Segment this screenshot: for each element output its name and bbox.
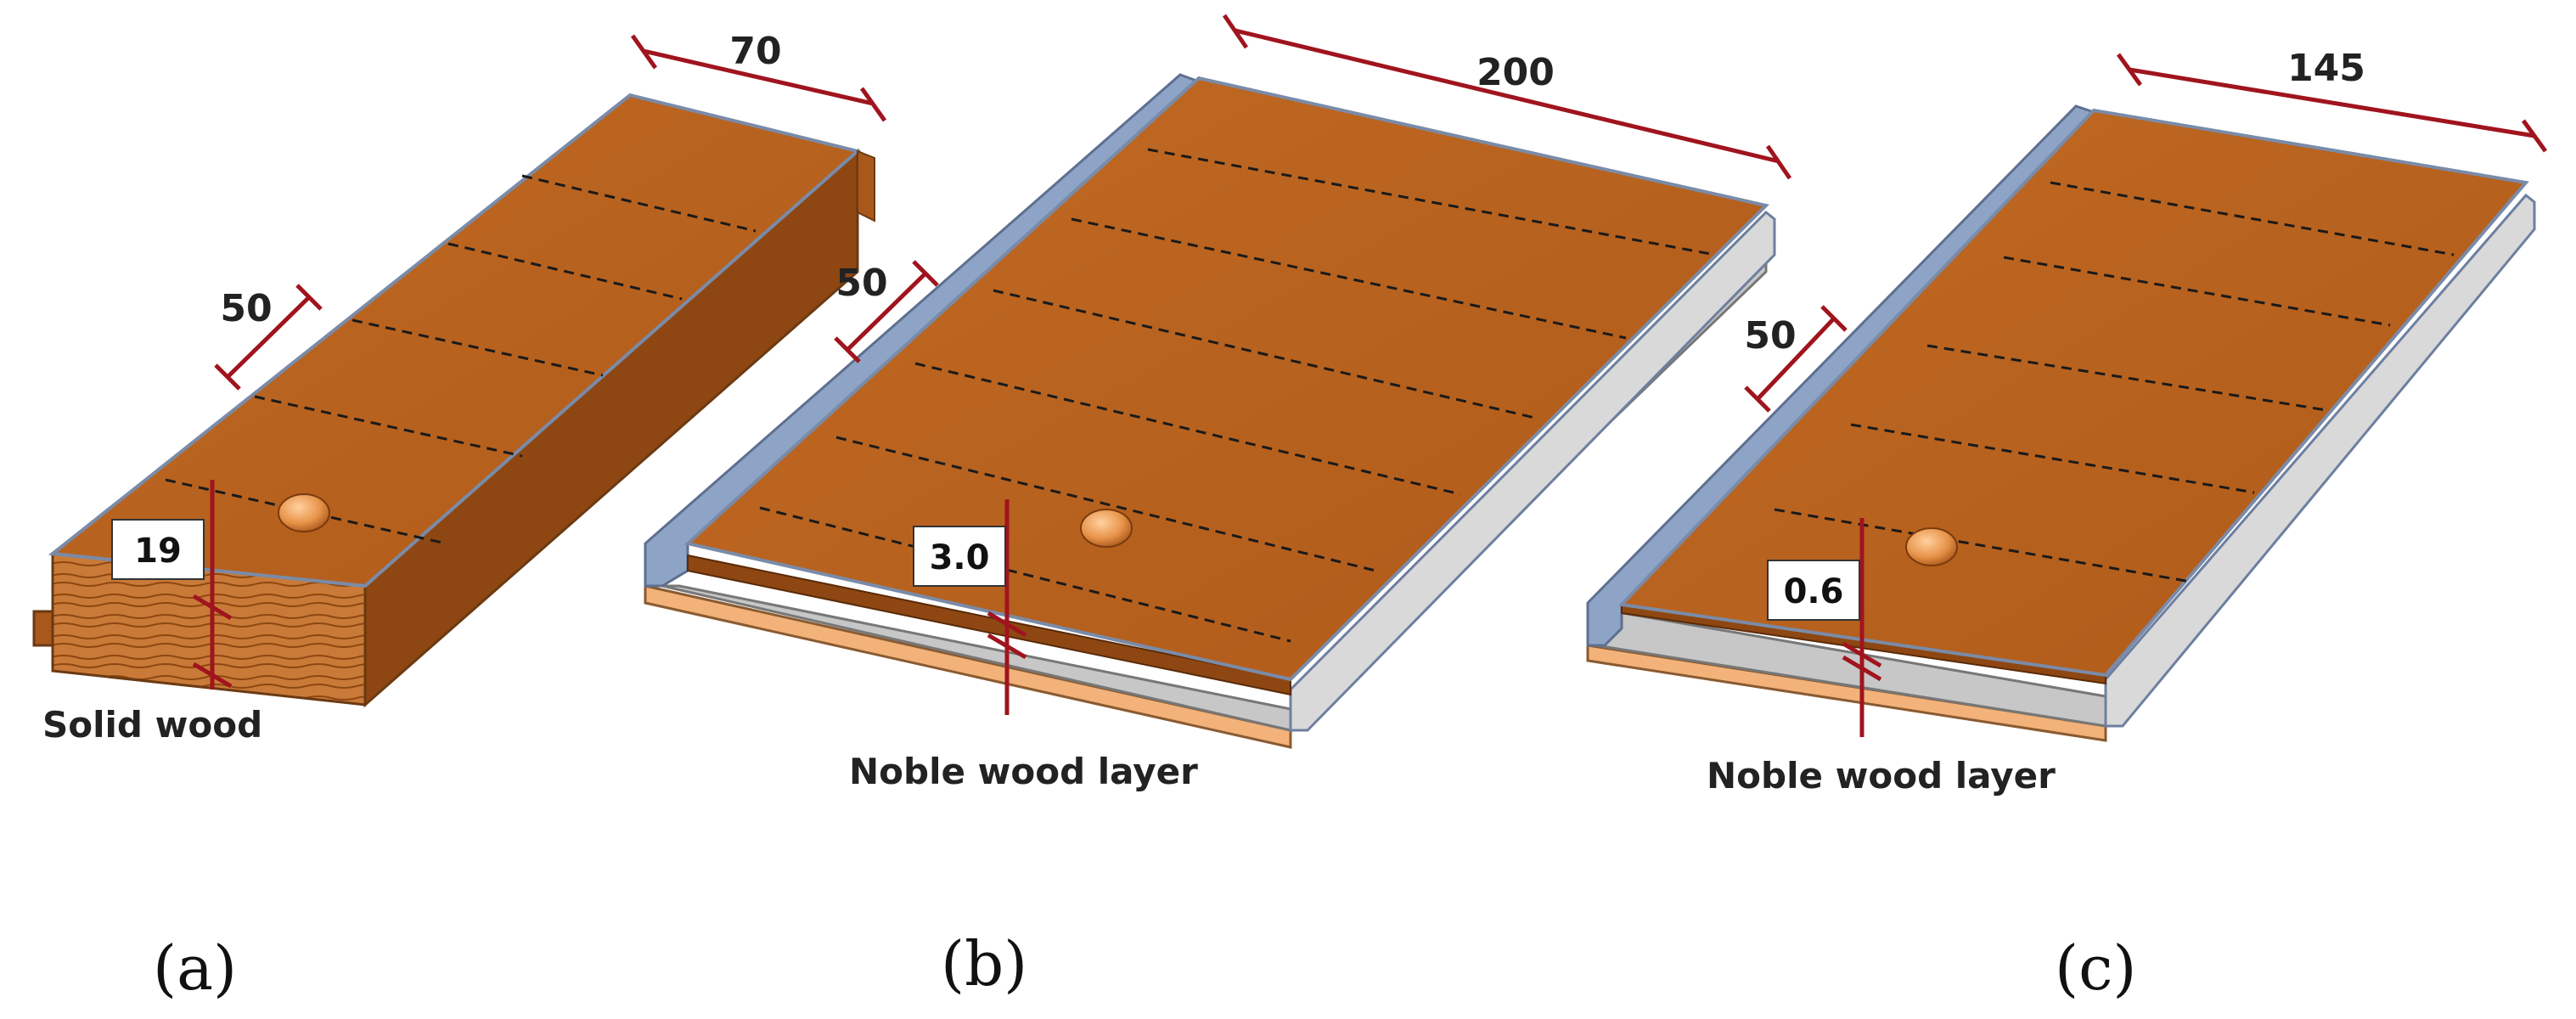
panel-a-thickness-label: 19 (134, 532, 182, 571)
panel-b-caption: Noble wood layer (849, 751, 1198, 792)
panel-b-width-dimension (1222, 14, 1792, 180)
panel-a-groove-label: 50 (220, 287, 272, 330)
panel-a-edge-strip (857, 149, 875, 222)
panel-c-width-dimension (2116, 53, 2548, 153)
panel-c-caption: Noble wood layer (1707, 755, 2056, 797)
panel-b: 200 50 3.0 Noble wood layer (b) (644, 14, 1792, 999)
panel-c-top-surface (1617, 108, 2529, 678)
panel-c-right-tongue (2104, 193, 2536, 728)
panel-b-width-label: 200 (1476, 51, 1555, 94)
panel-c-width-label: 145 (2287, 47, 2365, 90)
panel-b-groove-label: 50 (835, 262, 887, 305)
panel-a-width-dimension (630, 34, 887, 122)
panel-a-caption: Solid wood (42, 704, 262, 746)
panel-b-thickness-dimension (987, 499, 1027, 715)
panel-a-knot (278, 493, 330, 532)
panel-b-knot (1080, 509, 1133, 548)
panel-b-groove-dimension (834, 260, 939, 363)
panel-b-thickness-box (913, 526, 1006, 587)
panel-b-thickness-label: 3.0 (930, 538, 990, 577)
panel-a-width-label: 70 (729, 30, 781, 73)
panel-a-label: (a) (153, 932, 237, 1004)
panel-c-thickness-label: 0.6 (1784, 572, 1844, 611)
panel-c-groove-label: 50 (1744, 314, 1796, 357)
panel-a-thickness-box (111, 519, 205, 580)
panel-b-noble-layer (687, 554, 1291, 696)
panel-b-right-tongue (1289, 210, 1776, 732)
panel-c-thickness-dimension (1842, 518, 1882, 737)
panel-a: 70 50 19 Solid wood (a) (32, 30, 887, 1004)
panel-a-thickness-dimension (192, 480, 233, 690)
panel-a-groove-dimension (214, 284, 323, 391)
panel-c: 145 50 0.6 Noble wood layer (c) (1586, 47, 2548, 1004)
panel-c-thickness-box (1767, 560, 1860, 621)
panel-b-label: (b) (941, 928, 1027, 999)
panel-c-groove-lines (1774, 181, 2455, 583)
panel-c-groove-dimension (1744, 305, 1848, 413)
panel-b-groove-lines (759, 148, 1716, 643)
panel-c-knot (1905, 527, 1958, 566)
panel-c-label: (c) (2055, 932, 2137, 1004)
